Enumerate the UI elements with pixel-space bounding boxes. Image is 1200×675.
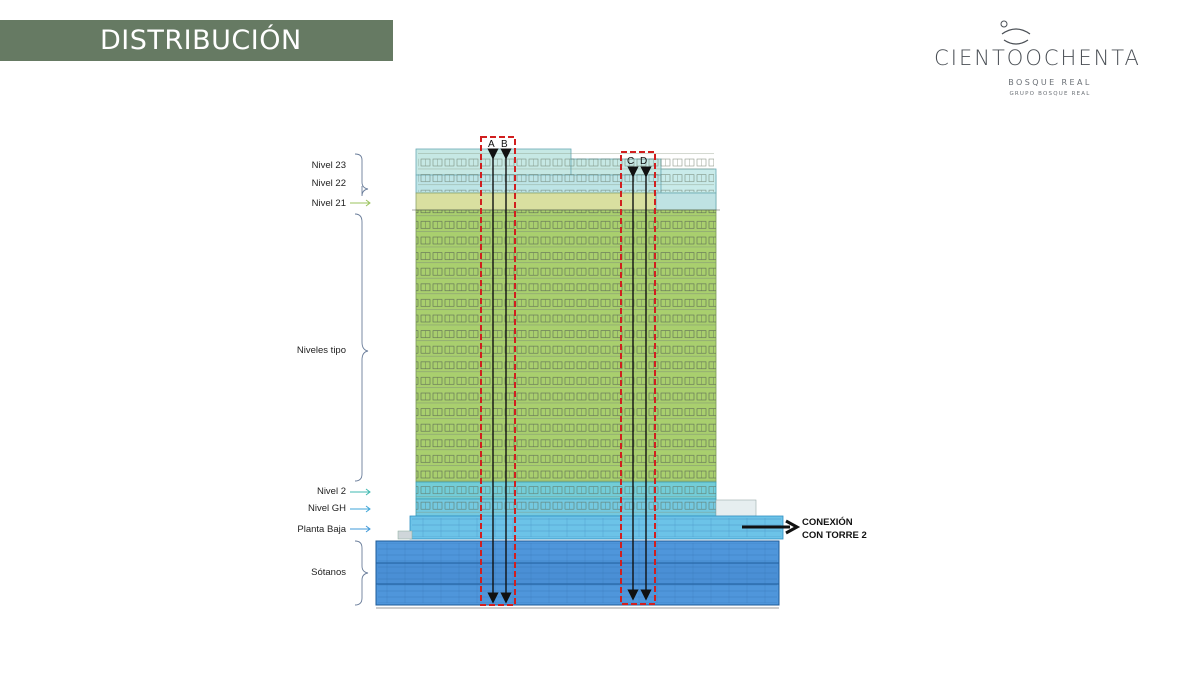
logo-mark-icon <box>1000 20 1031 45</box>
gh-side-wing <box>715 499 757 517</box>
bracket-typical-levels <box>354 213 369 482</box>
bracket-top-levels <box>354 153 369 197</box>
floor-21-east <box>655 192 717 211</box>
label-nivel-2: Nivel 2 <box>316 486 346 497</box>
label-planta-baja: Planta Baja <box>297 524 346 535</box>
typical-floors-windows <box>416 210 716 482</box>
page-title: DISTRIBUCIÓN <box>100 25 302 56</box>
core-letter-d: D <box>640 156 648 167</box>
planta-baja-left-step <box>397 530 413 540</box>
header-band: DISTRIBUCIÓN <box>0 20 393 61</box>
connection-label-line1: CONEXIÓN <box>802 517 853 528</box>
label-nivel-21: Nivel 21 <box>311 198 346 209</box>
logo-wordmark: CIENTOOCHENTA <box>934 46 1141 70</box>
connection-arrow-head <box>785 519 801 535</box>
core-letter-c: C <box>627 156 635 167</box>
brand-logo: CIENTOOCHENTA BOSQUE REAL GRUPO BOSQUE R… <box>930 20 1145 102</box>
core-letter-b: B <box>501 139 508 150</box>
bracket-sotanos <box>354 540 369 606</box>
sotanos-pattern <box>378 543 777 603</box>
connection-label-line2: CON TORRE 2 <box>802 530 867 541</box>
label-nivel-22: Nivel 22 <box>311 178 346 189</box>
lower-windows <box>416 482 716 516</box>
core-ab-outline <box>480 136 516 606</box>
core-letter-a: A <box>488 139 495 150</box>
label-nivel-23: Nivel 23 <box>311 160 346 171</box>
logo-subtitle: BOSQUE REAL <box>1008 78 1092 87</box>
planta-baja-windows <box>412 518 781 537</box>
connection-label: CONEXIÓN CON TORRE 2 <box>802 516 867 542</box>
top-windows <box>418 152 714 192</box>
label-niveles-tipo: Niveles tipo <box>296 345 346 356</box>
label-nivel-gh: Nivel GH <box>307 503 346 514</box>
label-sotanos: Sótanos <box>311 567 346 578</box>
logo-group: GRUPO BOSQUE REAL <box>1009 91 1091 97</box>
